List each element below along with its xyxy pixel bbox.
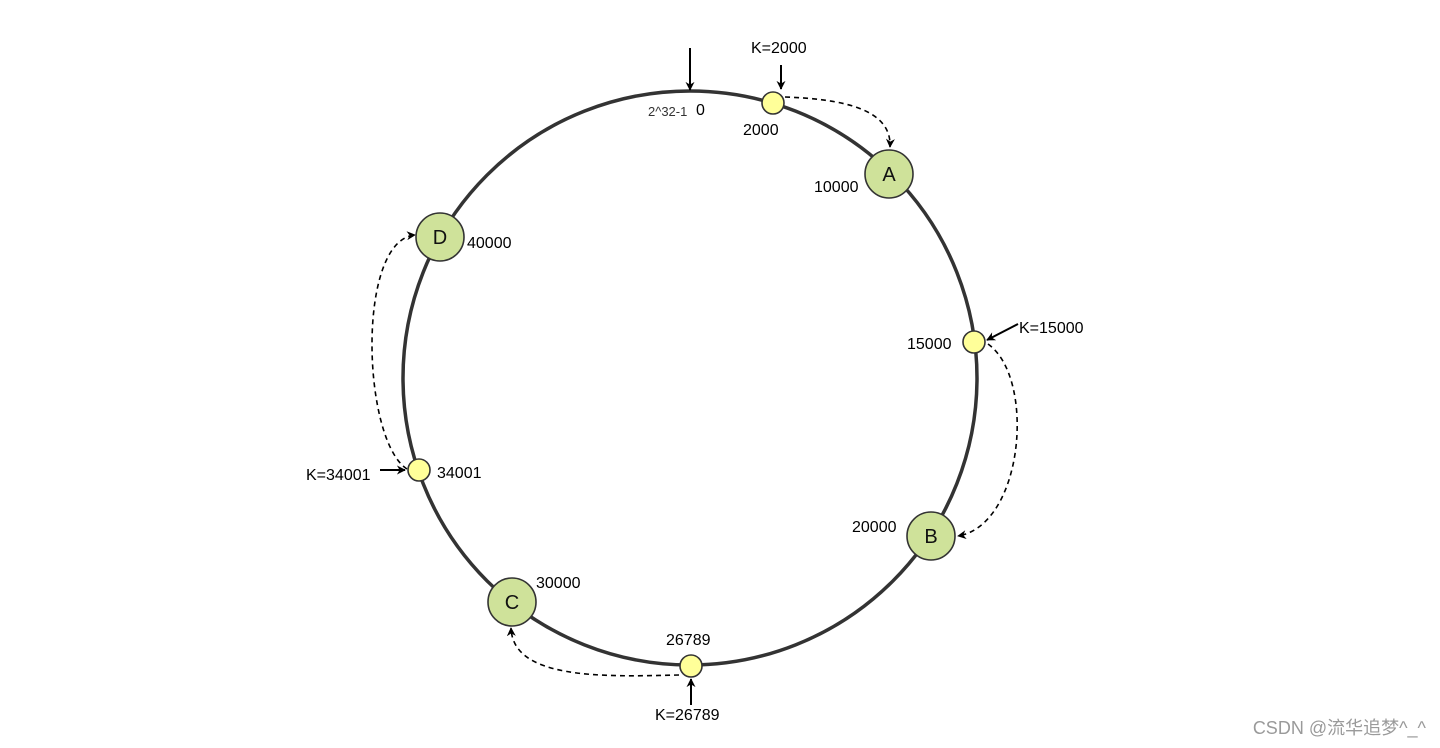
- key-point-15000: [962, 330, 986, 354]
- node-d-value: 40000: [467, 235, 512, 252]
- node-a-letter: A: [882, 164, 896, 186]
- ring-end-label: 2^32-1: [648, 104, 687, 119]
- route-key-2000-to-a: [784, 96, 895, 148]
- key-label-15000: K=15000: [1019, 320, 1084, 337]
- key-value-26789: 26789: [666, 632, 711, 649]
- key-value-15000: 15000: [907, 336, 952, 353]
- key-15000-arrow: [986, 323, 1019, 341]
- key-point-2000: [761, 91, 785, 115]
- ring-start-label: 0: [696, 102, 705, 119]
- key-label-26789: K=26789: [655, 707, 720, 724]
- node-b-letter: B: [924, 526, 937, 548]
- node-d: D: [415, 212, 465, 262]
- route-key-15000-to-b: [957, 343, 1018, 540]
- key-label-34001: K=34001: [306, 467, 371, 484]
- watermark: CSDN @流华追梦^_^: [1252, 718, 1426, 738]
- node-d-letter: D: [433, 227, 447, 249]
- key-value-34001: 34001: [437, 465, 482, 482]
- key-point-34001: [407, 458, 431, 482]
- node-c: C: [487, 577, 537, 627]
- node-a-value: 10000: [814, 179, 859, 196]
- node-a: A: [864, 149, 914, 199]
- node-b-value: 20000: [852, 519, 897, 536]
- route-key-26789-to-c: [506, 627, 680, 677]
- node-c-letter: C: [505, 592, 519, 614]
- route-key-34001-to-d: [371, 231, 416, 470]
- node-b: B: [906, 511, 956, 561]
- key-point-26789: [679, 654, 703, 678]
- key-value-2000: 2000: [743, 122, 779, 139]
- node-c-value: 30000: [536, 575, 581, 592]
- key-label-2000: K=2000: [751, 40, 807, 57]
